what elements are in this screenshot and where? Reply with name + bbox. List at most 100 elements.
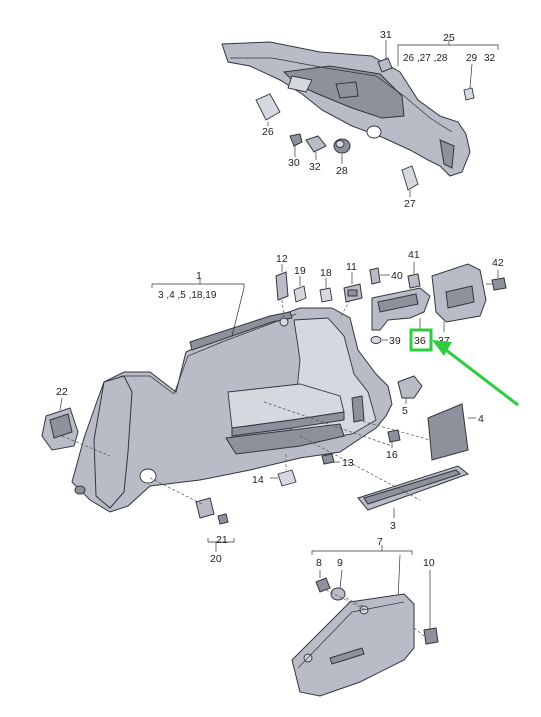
clip-40 bbox=[369, 267, 381, 285]
label-8: 8 bbox=[316, 557, 322, 569]
pad-26 bbox=[255, 93, 281, 121]
highlight-arrow-head bbox=[432, 340, 452, 356]
lead-29 bbox=[469, 63, 473, 89]
label-40: 40 bbox=[391, 270, 403, 282]
label-21: 21 bbox=[216, 534, 228, 546]
clip-8 bbox=[315, 577, 331, 593]
dash-assembly-1 bbox=[61, 435, 111, 457]
dash-assembly-5 bbox=[357, 419, 431, 441]
screw-42 bbox=[491, 277, 507, 291]
label-22: 22 bbox=[56, 386, 68, 398]
label-20: 20 bbox=[210, 553, 222, 565]
label-25-sub: 26 ,27 ,28 bbox=[403, 53, 448, 64]
upper-trim-grille bbox=[335, 81, 359, 99]
lower-cover-group bbox=[291, 593, 415, 697]
part-19 bbox=[293, 285, 307, 303]
dash-lower-1 bbox=[325, 589, 367, 611]
label-29: 29 bbox=[466, 53, 478, 64]
screw-10 bbox=[423, 627, 439, 645]
label-36: 36 bbox=[414, 335, 426, 347]
label-5: 5 bbox=[402, 405, 408, 417]
side-trim-vent bbox=[351, 395, 365, 423]
label-31: 31 bbox=[380, 29, 392, 41]
label-26: 26 bbox=[262, 126, 274, 138]
lower-cover-slot bbox=[329, 647, 365, 665]
side-trim-shelf-front bbox=[231, 411, 345, 437]
label-42: 42 bbox=[492, 257, 504, 269]
side-trim-top-rail bbox=[189, 311, 293, 351]
label-28: 28 bbox=[336, 165, 348, 177]
label-19: 19 bbox=[294, 265, 306, 277]
highlight-box-36 bbox=[409, 328, 433, 352]
pad-27 bbox=[401, 165, 419, 191]
side-trim-bolt-hole bbox=[74, 485, 86, 495]
clip-11-slot bbox=[347, 289, 358, 297]
cap-28-inner bbox=[335, 140, 345, 148]
lead-1-bracket bbox=[151, 283, 245, 288]
panel-4 bbox=[427, 403, 469, 461]
dash-lower-2 bbox=[345, 597, 363, 607]
clip-31 bbox=[377, 57, 393, 73]
label-10: 10 bbox=[423, 557, 435, 569]
side-trim-rear-pillar bbox=[93, 375, 133, 509]
side-trim-lower-bin bbox=[225, 423, 345, 455]
lead-25-bracket bbox=[397, 44, 499, 50]
side-trim-edge bbox=[103, 313, 297, 395]
upper-trim-hole bbox=[366, 125, 382, 139]
highlight-arrow-shaft bbox=[445, 348, 519, 407]
bracket-36-plate bbox=[377, 293, 419, 313]
side-trim-boss bbox=[279, 317, 289, 327]
label-16: 16 bbox=[386, 449, 398, 461]
bracket-22-face bbox=[49, 413, 73, 439]
upper-trim-edge bbox=[230, 57, 453, 133]
clip-29 bbox=[463, 87, 475, 101]
label-11: 11 bbox=[346, 261, 357, 273]
dash-assembly-4 bbox=[263, 401, 393, 447]
dash-assembly-7 bbox=[339, 299, 351, 319]
label-18: 18 bbox=[320, 267, 332, 279]
screw-13 bbox=[321, 453, 335, 465]
clip-14 bbox=[277, 469, 297, 487]
label-4: 4 bbox=[478, 413, 484, 425]
label-30: 30 bbox=[288, 157, 300, 169]
cap-5 bbox=[397, 375, 423, 399]
label-13: 13 bbox=[342, 457, 354, 469]
label-9: 9 bbox=[337, 557, 343, 569]
upper-trim-hook bbox=[439, 139, 455, 169]
clip-12 bbox=[275, 271, 289, 301]
label-1: 1 bbox=[196, 270, 202, 282]
lead-7-bracket bbox=[311, 550, 413, 555]
part-18 bbox=[319, 287, 333, 303]
label-32-top: 32 bbox=[484, 53, 496, 64]
side-trim-panel-group bbox=[71, 307, 393, 513]
dash-12 bbox=[281, 299, 285, 319]
screw-30 bbox=[289, 133, 303, 147]
lower-cover-edge bbox=[297, 601, 405, 669]
label-37: 37 bbox=[438, 335, 450, 347]
lead-20-bracket bbox=[207, 538, 235, 543]
upper-trim-slot bbox=[287, 75, 313, 93]
washer-39 bbox=[370, 336, 382, 344]
label-32: 32 bbox=[309, 161, 321, 173]
label-25: 25 bbox=[443, 32, 455, 44]
lower-cover-panel bbox=[291, 593, 415, 697]
clip-21 bbox=[195, 497, 215, 519]
label-1-sub: 3 ,4 ,5 ,18,19 bbox=[158, 290, 217, 301]
screw-16 bbox=[387, 429, 401, 443]
label-41: 41 bbox=[408, 249, 420, 261]
lead-9 bbox=[339, 569, 343, 589]
label-3: 3 bbox=[390, 520, 396, 532]
strip-3-face bbox=[363, 469, 461, 505]
upper-trim-panel-group bbox=[221, 41, 471, 177]
label-27: 27 bbox=[404, 198, 416, 210]
screw-21 bbox=[217, 513, 229, 525]
lead-22 bbox=[59, 397, 63, 411]
clip-41 bbox=[407, 273, 421, 289]
side-trim-speaker-hole bbox=[139, 468, 157, 484]
lead-7-down bbox=[397, 554, 401, 601]
label-39: 39 bbox=[389, 335, 401, 347]
lead-1-down bbox=[231, 287, 245, 337]
dash-lower-3 bbox=[413, 627, 425, 637]
label-14: 14 bbox=[252, 474, 264, 486]
